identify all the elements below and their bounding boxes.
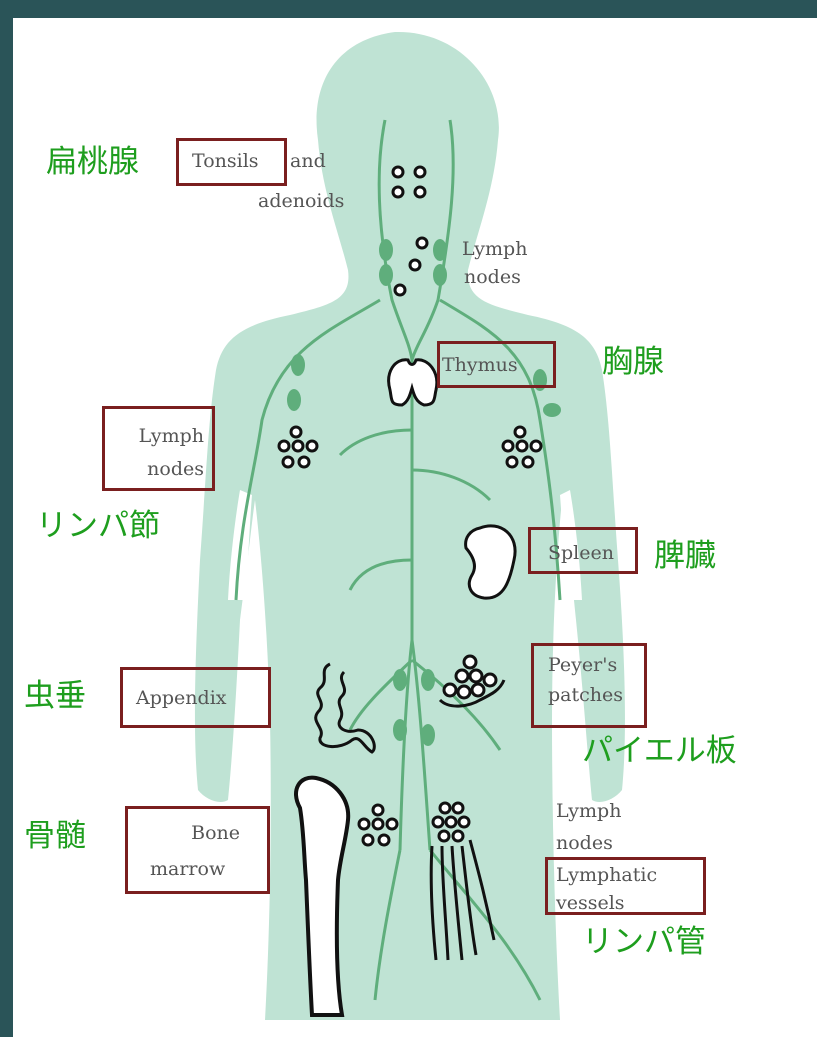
- label-lymph-nodes-top-2: nodes: [464, 264, 521, 290]
- label-lymph-nodes-bottom-2: nodes: [556, 830, 613, 856]
- highlight-box-appendix: [120, 667, 271, 728]
- label-lymph-nodes-top-1: Lymph: [462, 236, 527, 262]
- label-adenoids: adenoids: [258, 188, 344, 214]
- highlight-box-lymph-nodes-left: [102, 406, 215, 491]
- jp-label-bone-marrow: 骨髄: [24, 818, 86, 854]
- jp-label-peyers-patches: パイエル板: [582, 733, 737, 769]
- highlight-box-peyers: [531, 643, 647, 728]
- highlight-box-spleen: [528, 527, 638, 574]
- highlight-box-bone-marrow: [125, 806, 270, 894]
- highlight-box-tonsils: [176, 138, 287, 186]
- highlight-box-lymphatic-vessels: [545, 857, 706, 915]
- jp-label-spleen: 脾臓: [654, 538, 716, 574]
- highlight-box-thymus: [437, 341, 556, 388]
- jp-label-lymph-nodes: リンパ節: [36, 508, 160, 544]
- label-lymph-nodes-bottom-1: Lymph: [556, 798, 621, 824]
- jp-label-lymphatic-vessels: リンパ管: [582, 924, 706, 960]
- label-tonsils-and: and: [290, 148, 326, 174]
- jp-label-appendix: 虫垂: [24, 678, 86, 714]
- jp-label-thymus: 胸腺: [602, 344, 664, 380]
- jp-label-tonsils: 扁桃腺: [46, 144, 139, 180]
